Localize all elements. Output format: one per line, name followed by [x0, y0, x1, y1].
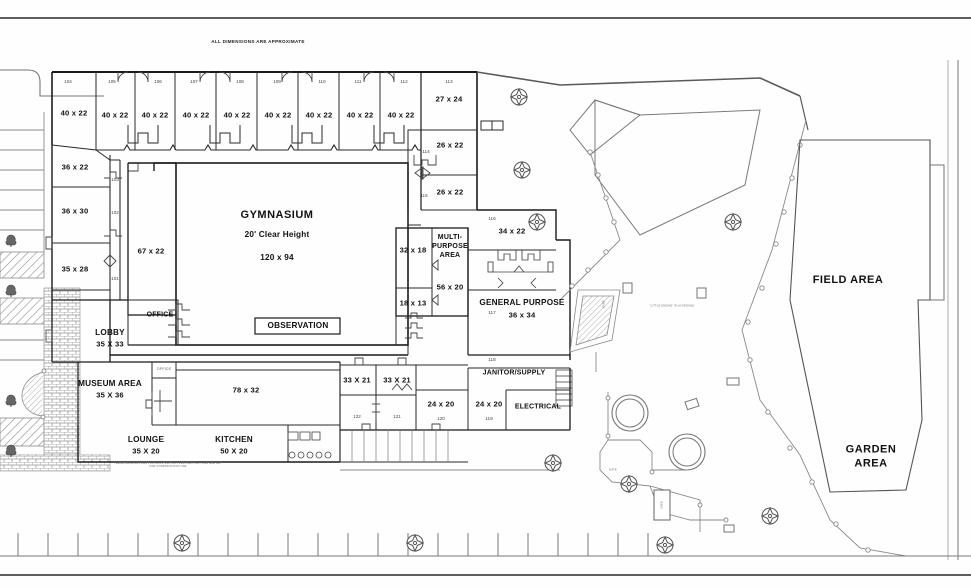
room-number: 110	[318, 79, 326, 85]
room-number: 102	[111, 210, 119, 216]
room-dimension: 33 X 21	[343, 375, 371, 385]
room-number: 105	[108, 79, 116, 85]
garden-area-label: GARDEN AREA	[846, 443, 897, 471]
kitchen-label: KITCHEN	[215, 434, 253, 444]
playground-label: "LITTLE ENGINE" PLAYGROUND	[649, 304, 695, 308]
office-label-upper: OFFICE	[146, 311, 174, 319]
gate-label: GATE	[609, 468, 617, 472]
multi-purpose-dimension: 56 x 20	[436, 282, 464, 292]
room-dimension: 40 x 22	[264, 110, 292, 120]
room-number: 113	[445, 79, 453, 85]
janitor-supply-label: JANITOR/SUPPLY	[482, 369, 546, 377]
mp-line3: AREA	[439, 251, 461, 259]
room-number: 111	[354, 79, 362, 85]
gymnasium-label: GYMNASIUM	[240, 209, 314, 222]
multi-purpose-area-label: MULTI- PURPOSE AREA	[432, 234, 468, 260]
general-purpose-dimension: 36 x 34	[508, 310, 536, 320]
room-number: 121	[393, 414, 401, 420]
general-purpose-label: GENERAL PURPOSE	[479, 297, 565, 307]
office-label-museum: OFFICE	[156, 366, 172, 371]
gymnasium-clear-height: 20' Clear Height	[244, 229, 310, 239]
room-number: 116	[488, 216, 496, 222]
room-dimension: 40 x 22	[182, 110, 210, 120]
room-number: 107	[190, 79, 198, 85]
room-dimension: 26 x 22	[436, 187, 464, 197]
lounge-label: LOUNGE	[127, 434, 165, 444]
room-number: 119	[485, 416, 493, 422]
gym-corridor-dimension: 67 x 22	[137, 246, 165, 256]
museum-area-label: MUSEUM AREA	[78, 378, 142, 388]
room-dimension: 40 x 22	[223, 110, 251, 120]
room-number: 109	[273, 79, 281, 85]
room-number: 117	[488, 310, 496, 316]
room-dimension: 27 x 24	[435, 94, 463, 104]
room-dimension: 24 x 20	[427, 399, 455, 409]
room-dimension: 40 x 22	[60, 108, 88, 118]
room-dimension: 34 x 22	[498, 226, 526, 236]
room-number: 106	[154, 79, 162, 85]
gymnasium-dimension: 120 x 94	[260, 252, 294, 262]
room-dimension: 40 x 22	[101, 110, 129, 120]
mp-room-a-dimension: 32 x 18	[399, 245, 427, 255]
room-number: 103	[111, 177, 119, 183]
field-area-label: FIELD AREA	[812, 274, 884, 287]
room-number: 108	[236, 79, 244, 85]
room-number: 101	[111, 276, 119, 282]
observation-label: OBSERVATION	[267, 320, 329, 330]
electrical-label: ELECTRICAL	[514, 403, 562, 411]
mp-line2: PURPOSE	[432, 242, 468, 250]
room-number: 114	[422, 149, 430, 155]
ramp-label: RAMP	[602, 299, 606, 309]
room-dimension: 40 x 22	[305, 110, 333, 120]
room-dimension: 36 x 30	[61, 206, 89, 216]
room-number: 112	[400, 79, 408, 85]
room-dimension: 35 x 28	[61, 264, 89, 274]
fineprint-note: THESE DRAWINGS ARE FOR ILLUSTRATION PURP…	[114, 462, 222, 468]
lobby-label: LOBBY	[95, 327, 125, 337]
room-number: 104	[64, 79, 72, 85]
room-dimension: 40 x 22	[387, 110, 415, 120]
room-dimension: 40 x 22	[346, 110, 374, 120]
garden-line1: GARDEN	[845, 443, 897, 456]
garden-line2: AREA	[854, 457, 888, 469]
room-dimension: 40 x 22	[141, 110, 169, 120]
room-dimension: 33 X 21	[383, 375, 411, 385]
hall-dimension: 78 x 32	[232, 385, 260, 395]
room-number: 120	[437, 416, 445, 422]
mp-line1: MULTI-	[437, 233, 463, 241]
kitchen-dimension: 50 X 20	[220, 446, 248, 456]
room-dimension: 26 x 22	[436, 140, 464, 150]
mp-room-b-dimension: 18 x 13	[399, 298, 427, 308]
museum-area-dimension: 35 X 36	[96, 390, 124, 400]
room-dimension: 36 x 22	[61, 162, 89, 172]
room-number: 122	[353, 414, 361, 420]
shed-label: SHED	[660, 500, 664, 510]
room-dimension: 24 x 20	[475, 399, 503, 409]
lobby-dimension: 35 X 33	[96, 339, 124, 349]
sheet-note: ALL DIMENSIONS ARE APPROXIMATE	[211, 39, 305, 45]
room-number: 115	[420, 193, 428, 199]
room-number: 118	[488, 357, 496, 363]
lounge-dimension: 35 X 20	[132, 446, 160, 456]
